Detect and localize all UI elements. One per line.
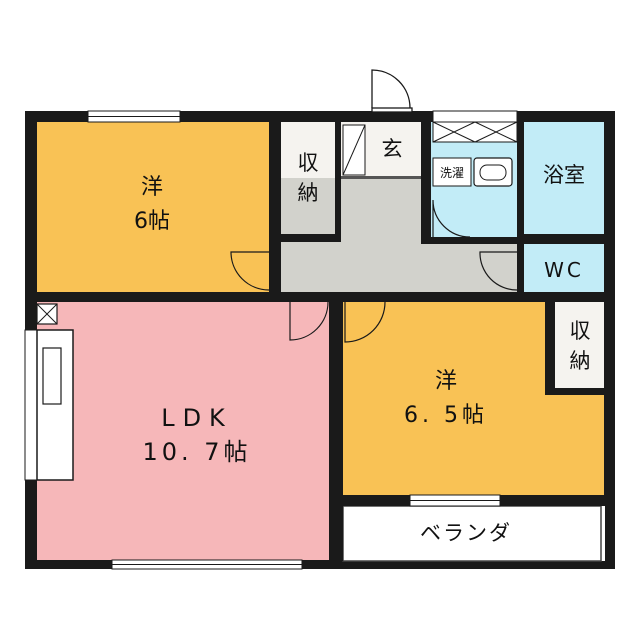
genkan-label: 玄 xyxy=(382,137,403,161)
wc-label: WC xyxy=(544,258,584,282)
wall-storage2-bottom xyxy=(545,388,604,395)
door-wc xyxy=(479,251,518,291)
wall-wash-bottom xyxy=(431,237,521,244)
washer-space xyxy=(432,157,472,187)
storage2-line1: 収 xyxy=(570,319,591,343)
crossed-box-top xyxy=(432,121,518,143)
shoe-box xyxy=(342,124,366,176)
window-western2-bottom xyxy=(409,494,501,507)
ldk-room xyxy=(37,302,329,560)
wc-room xyxy=(524,244,604,292)
door-western2 xyxy=(344,301,386,343)
window-ldk-bottom xyxy=(111,559,303,570)
western-room-2-right xyxy=(545,395,604,495)
wall-wash-left xyxy=(421,122,431,244)
veranda-area xyxy=(343,506,605,561)
western1-name: 洋 xyxy=(141,175,163,200)
wall-storage1-bottom xyxy=(281,234,335,242)
duct-box xyxy=(36,303,58,325)
storage1-line2: 納 xyxy=(298,181,319,205)
door-ldk xyxy=(289,301,329,341)
western1-size: 6帖 xyxy=(134,209,170,234)
washbasin xyxy=(473,157,513,187)
kitchen-counter xyxy=(36,329,74,481)
wall-bath-bottom xyxy=(524,234,604,244)
bath-label: 浴室 xyxy=(543,163,585,187)
bathroom xyxy=(524,122,604,234)
wall-h-middle xyxy=(37,292,604,302)
storage1-line1: 収 xyxy=(298,151,319,175)
wall-v-ldk xyxy=(329,292,343,561)
western-room-2 xyxy=(343,302,545,495)
western2-size: 6. 5帖 xyxy=(404,403,488,428)
window-ldk-left xyxy=(24,329,38,481)
entrance-door xyxy=(371,69,413,113)
door-wash xyxy=(432,199,471,238)
wall-v-storage1 xyxy=(269,122,281,302)
wall-bath-left xyxy=(517,122,524,292)
western2-name: 洋 xyxy=(435,369,457,394)
ldk-name: LDK xyxy=(161,404,233,432)
wall-genkan-bottom xyxy=(341,176,421,179)
ldk-size: 10. 7帖 xyxy=(142,438,251,466)
washer-label: 洗濯 xyxy=(440,166,464,180)
veranda-label: ベランダ xyxy=(420,521,512,545)
wall-storage2-left xyxy=(545,302,555,395)
door-western1 xyxy=(230,251,270,291)
western-room-1 xyxy=(37,122,269,292)
storage2-line2: 納 xyxy=(570,349,591,373)
window-top-left xyxy=(87,110,181,123)
window-top-wash xyxy=(432,110,518,123)
storage-2 xyxy=(555,302,604,388)
hallway-lower xyxy=(431,244,517,293)
wall-storage1-right xyxy=(335,122,341,242)
